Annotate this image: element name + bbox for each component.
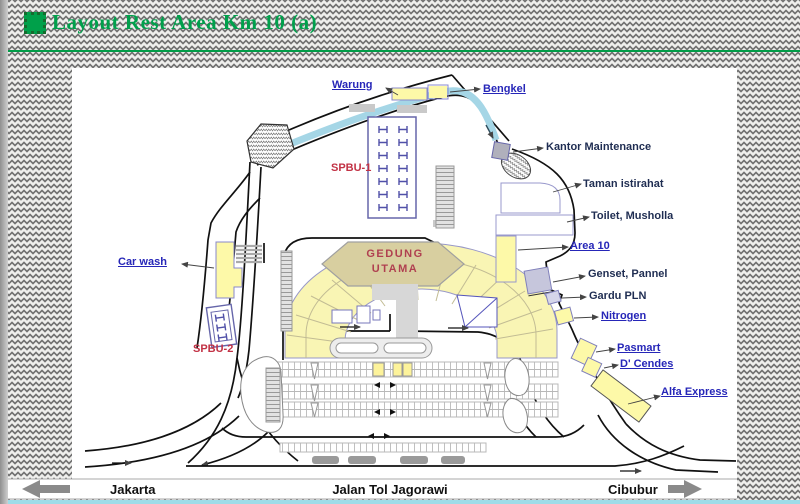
complex-west-steps [280, 250, 293, 332]
label-area-10: Area 10 [570, 240, 610, 252]
gedung-utama-line2: UTAMA [371, 263, 419, 275]
car-wash-bays [236, 244, 262, 264]
road-entry-1 [84, 402, 222, 452]
building-spbu2-canopy [205, 303, 238, 349]
arrow-bengkel [449, 86, 481, 93]
arrow-genset-pannel [552, 274, 586, 283]
label-alfa-express: Alfa Express [661, 386, 728, 398]
road-carwash-outer [196, 171, 251, 349]
building-bengkel [429, 86, 447, 98]
cibubur-arrow-icon [668, 480, 702, 498]
building-bengkel-outline [427, 84, 449, 100]
dropoff-loop-inner-1 [335, 342, 379, 354]
label-spbu-2: SPBU-2 [193, 343, 234, 355]
label-jakarta: Jakarta [110, 482, 156, 497]
arrow-car-wash [181, 261, 215, 269]
gedung-utama-line1: GEDUNG [366, 248, 424, 260]
cyan-road-arrow [485, 124, 494, 139]
dropoff-loop-inner-2 [383, 342, 427, 354]
building-alfa-express [590, 369, 652, 423]
bottom-cyan-strip [8, 500, 800, 504]
vegetation-patch-west [246, 123, 295, 169]
label-kantor-maintenance: Kantor Maintenance [546, 141, 652, 153]
gedung-utama-hexagon [321, 241, 465, 287]
building-car-wash [215, 241, 243, 299]
label-pasmart: Pasmart [617, 342, 661, 354]
road-apex-left-top [288, 74, 453, 131]
arrow-alfa-express [627, 394, 661, 405]
road-left-outer [187, 161, 251, 464]
arrow-gardu-pln [561, 294, 587, 301]
parking-direction-arrows [368, 382, 396, 439]
arrow-toilet-musholla [566, 215, 590, 223]
canopy-gray-1 [349, 104, 375, 112]
parking-island-east-1 [504, 358, 530, 397]
motorbike-parking-strip [265, 367, 281, 423]
arrow-warung [385, 87, 399, 96]
courtyard-kiosk-2 [356, 305, 371, 324]
courtyard-walkway [396, 284, 418, 342]
arrow-pasmart [595, 346, 616, 353]
road-curb [186, 445, 685, 467]
building-taman-istirahat [500, 182, 561, 214]
courtyard-ramp-diagonal [464, 297, 498, 328]
building-gardu-pln [545, 289, 562, 305]
label-gardu-pln: Gardu PLN [589, 290, 647, 302]
parking-reserved-cell-3 [402, 362, 413, 377]
building-area-10 [495, 235, 517, 283]
building-d-cendes [581, 356, 603, 378]
window-left-edge [0, 0, 8, 504]
jakarta-arrow-icon [22, 480, 70, 498]
building-warung [391, 87, 428, 101]
road-exit-1 [625, 423, 737, 462]
road-hook [201, 431, 269, 467]
building-nitrogen [553, 306, 575, 326]
label-car-wash: Car wash [118, 256, 167, 268]
building-genset-pannel [523, 266, 553, 297]
parking-reserved-cell-2 [392, 362, 403, 377]
label-jalan-tol-jagorawi: Jalan Tol Jagorawi [332, 482, 448, 497]
parking-area [240, 356, 559, 464]
title-underline-rule [8, 50, 800, 52]
bus-bays [312, 456, 465, 464]
main-complex [280, 241, 558, 359]
arrow-area-10 [517, 244, 569, 251]
label-bengkel: Bengkel [483, 83, 526, 95]
label-warung: Warung [332, 79, 373, 91]
arrow-kantor-maintenance [512, 145, 544, 153]
label-genset-pannel: Genset, Pannel [588, 268, 668, 280]
label-pointer-arrows [181, 86, 661, 405]
canopy-gray-2 [397, 105, 427, 113]
courtyard-kiosk-1 [331, 309, 353, 324]
bullet-icon [24, 12, 46, 34]
building-kantor-maintenance [491, 141, 511, 161]
label-taman-istirahat: Taman istirahat [583, 178, 664, 190]
label-spbu-1: SPBU-1 [331, 162, 372, 174]
pedestrian-zebra [435, 165, 455, 229]
arrow-d-cendes [603, 363, 619, 370]
label-nitrogen: Nitrogen [601, 310, 647, 322]
building-toilet-musholla [495, 214, 574, 236]
arrow-taman-istirahat [552, 182, 582, 193]
label-cibubur: Cibubur [608, 482, 658, 497]
road-exit-2 [597, 414, 719, 473]
building-spbu1-canopy [367, 116, 417, 219]
parking-reserved-cell-1 [372, 362, 385, 377]
road-buslane-top [221, 424, 585, 438]
parking-island-east-2 [502, 398, 528, 434]
page-title: Layout Rest Area Km 10 (a) [52, 10, 318, 34]
toll-road-strip [8, 479, 737, 499]
road-entry-2 [84, 415, 240, 468]
label-gedung-utama: GEDUNG UTAMA [330, 247, 460, 277]
parking-band-buslane [279, 442, 487, 453]
label-toilet-musholla: Toilet, Musholla [591, 210, 674, 222]
courtyard-ramp [456, 294, 498, 328]
arrow-nitrogen [573, 314, 599, 321]
parking-islands [310, 362, 492, 418]
label-d-cendes: D' Cendes [620, 358, 674, 370]
courtyard-kiosk-3 [372, 309, 381, 321]
